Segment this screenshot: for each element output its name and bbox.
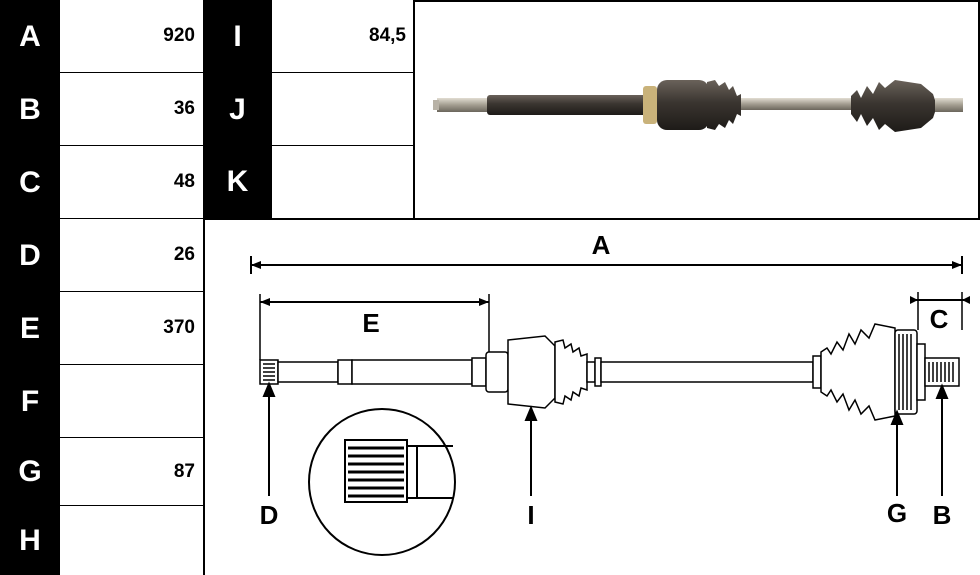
- value-j: [272, 73, 414, 146]
- outer-boot: [820, 323, 896, 421]
- key-a: A: [0, 0, 60, 73]
- inner-joint-ring: [485, 351, 509, 393]
- key-h: H: [0, 506, 60, 575]
- photo-top-border: [413, 0, 980, 2]
- label-c: C: [930, 304, 949, 334]
- photo-ring: [643, 86, 657, 124]
- key-j: J: [203, 73, 272, 146]
- label-d: D: [260, 500, 279, 530]
- driveshaft-photo: [433, 80, 963, 132]
- photo-thin-shaft: [741, 98, 851, 110]
- label-i: I: [527, 500, 534, 530]
- driveshaft-diagram: A E C: [250, 230, 970, 556]
- label-e: E: [362, 308, 379, 338]
- key-i: I: [203, 0, 272, 73]
- inner-boot-clamp: [586, 361, 596, 383]
- thin-shaft: [600, 361, 814, 383]
- value-i: 84,5: [272, 0, 414, 73]
- photo-spline-end-left: [433, 100, 439, 110]
- value-a: 920: [60, 0, 203, 73]
- value-c: 48: [60, 146, 203, 219]
- shaft-step: [337, 359, 353, 385]
- photo-inner-boot: [707, 80, 741, 130]
- photo-right-border: [978, 0, 980, 219]
- divider-photo: [413, 0, 415, 219]
- key-c: C: [0, 146, 60, 219]
- spline-detail-circle: [308, 408, 456, 556]
- shaft-collar: [471, 357, 487, 387]
- value-g: 87: [60, 438, 203, 506]
- inner-joint-housing: [507, 335, 556, 409]
- divider-horizontal: [203, 218, 980, 220]
- value-f: [60, 365, 203, 438]
- dimension-a-arrow-left: [251, 261, 261, 269]
- photo-outer-stub: [935, 98, 963, 112]
- dimension-a-arrow-right: [952, 261, 962, 269]
- outer-joint-face: [916, 343, 926, 401]
- arrow-d: [262, 381, 276, 397]
- photo-outer-boot: [851, 80, 937, 132]
- label-b: B: [933, 500, 952, 530]
- dimension-e-arrow-right: [479, 298, 489, 306]
- dimension-e-arrow-left: [260, 298, 270, 306]
- photo-spline-stub-left: [437, 98, 489, 112]
- value-h: [60, 506, 203, 575]
- value-d: 26: [60, 219, 203, 292]
- value-e: 370: [60, 292, 203, 365]
- dimension-c-arrow-left: [910, 296, 918, 304]
- key-d: D: [0, 219, 60, 292]
- key-e: E: [0, 292, 60, 365]
- stub-shaft: [277, 361, 339, 383]
- value-k: [272, 146, 414, 218]
- outer-boot-clamp-small: [812, 355, 822, 389]
- value-b: 36: [60, 73, 203, 146]
- key-k: K: [203, 146, 272, 218]
- shaft-outline: [259, 323, 960, 421]
- label-a: A: [592, 230, 611, 260]
- photo-main-shaft: [487, 95, 647, 115]
- label-g: G: [887, 498, 907, 528]
- key-g: G: [0, 438, 60, 506]
- photo-inner-joint: [657, 80, 709, 130]
- divider-left: [203, 0, 205, 575]
- dimension-c-arrow-right: [962, 296, 970, 304]
- shaft-collar-mid: [594, 357, 602, 387]
- key-b: B: [0, 73, 60, 146]
- key-f: F: [0, 365, 60, 438]
- outer-spline-stub: [924, 357, 960, 387]
- arrow-b: [935, 383, 949, 399]
- arrow-g: [890, 409, 904, 425]
- inner-boot: [554, 339, 588, 405]
- arrow-i: [524, 405, 538, 421]
- leader-arrows: [262, 381, 949, 496]
- main-shaft: [351, 359, 473, 385]
